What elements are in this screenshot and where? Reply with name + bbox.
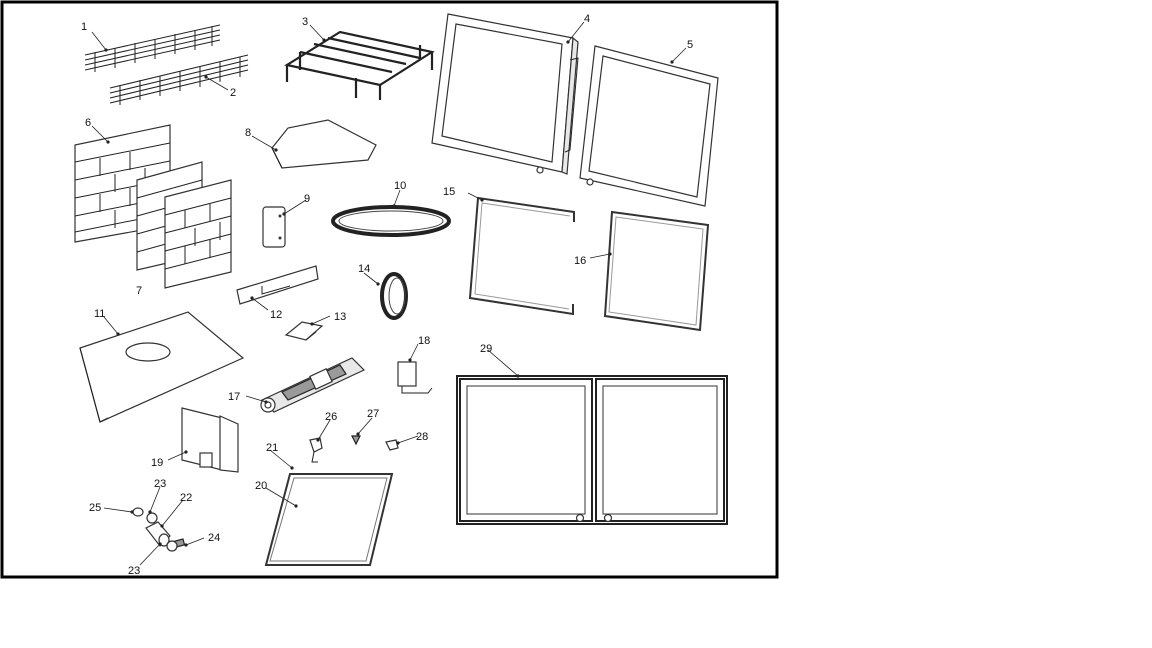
part-4-door-frame	[431, 13, 579, 175]
part-28-cap	[385, 439, 399, 451]
part-1-grate	[84, 24, 221, 72]
label-part-25: 25	[89, 502, 101, 514]
part-13-clip	[284, 321, 324, 341]
label-part-13: 13	[334, 311, 346, 323]
label-part-11: 11	[94, 308, 105, 320]
part-18-electrode-bracket	[397, 361, 433, 394]
part-7-side-panels	[136, 161, 232, 289]
part-10-gasket-ring	[331, 205, 451, 237]
part-16-gasket-closed	[603, 210, 710, 332]
part-20-glass-panel	[264, 473, 394, 566]
label-part-27: 27	[367, 408, 379, 420]
part-8-baffle	[271, 119, 377, 169]
part-29-double-door	[456, 375, 728, 525]
label-part-6: 6	[85, 117, 91, 129]
label-part-1: 1	[81, 21, 87, 33]
part-5-door-frame	[579, 45, 719, 207]
label-part-23b: 23	[128, 565, 140, 577]
label-part-18: 18	[418, 335, 430, 347]
label-part-3: 3	[302, 16, 308, 28]
label-part-5: 5	[687, 39, 693, 51]
label-part-21: 21	[266, 442, 278, 454]
label-part-28: 28	[416, 431, 428, 443]
label-part-15: 15	[443, 186, 455, 198]
label-part-19: 19	[151, 457, 163, 469]
leader-lines	[91, 21, 687, 566]
part-11-top-plate	[79, 311, 245, 423]
label-part-16: 16	[574, 255, 586, 267]
label-part-17: 17	[228, 391, 240, 403]
part-26-hinge-pin	[309, 437, 323, 463]
label-part-24: 24	[208, 532, 220, 544]
label-part-10: 10	[394, 180, 406, 192]
label-part-29: 29	[480, 343, 492, 355]
label-part-26: 26	[325, 411, 337, 423]
part-22-25-knob-assembly	[132, 507, 186, 552]
label-part-4: 4	[584, 13, 590, 25]
part-3-log-grate	[284, 30, 435, 100]
label-part-20: 20	[255, 480, 267, 492]
label-part-8: 8	[245, 127, 251, 139]
label-part-12: 12	[270, 309, 282, 321]
label-part-2: 2	[230, 87, 236, 99]
leader-arrowheads	[104, 38, 674, 547]
part-12-heat-shield	[236, 265, 319, 305]
part-labels: 1 2 3 4 5 6 7 8 9 10 11 12 13 14 15 16 1…	[81, 13, 693, 577]
part-15-gasket-open	[468, 196, 575, 316]
label-part-7: 7	[136, 285, 142, 297]
part-27-screw	[351, 435, 361, 446]
label-part-23a: 23	[154, 478, 166, 490]
part-19-valve-bracket	[181, 407, 239, 473]
label-part-9: 9	[304, 193, 310, 205]
part-9-bracket	[262, 206, 286, 248]
part-14-flue-collar	[380, 272, 408, 320]
part-17-burner	[260, 357, 366, 413]
label-part-22: 22	[180, 492, 192, 504]
part-2-grate	[109, 54, 249, 105]
label-part-14: 14	[358, 263, 370, 275]
